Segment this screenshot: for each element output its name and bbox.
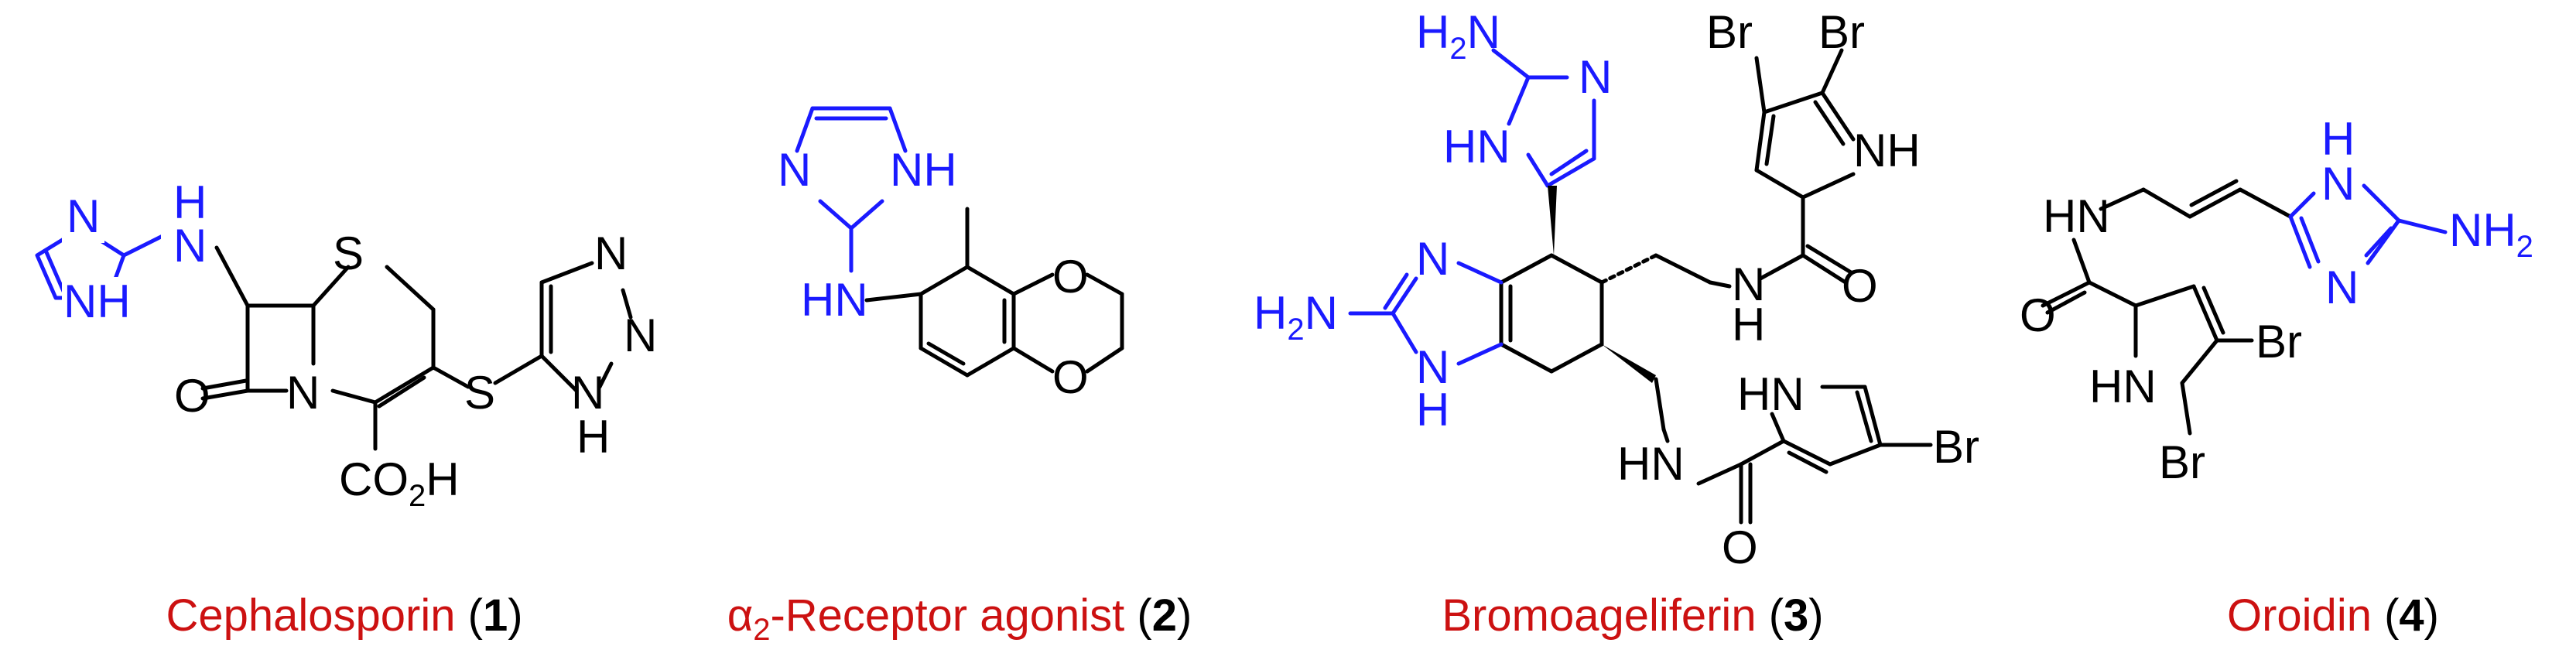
compound-3-imidazole-b-n-low: N — [1416, 341, 1449, 393]
compound-3-amide-b-o: O — [1722, 522, 1758, 573]
compound-3-core-ring — [1499, 186, 1712, 432]
compound-2-o2: O — [1052, 351, 1089, 403]
compound-3-amide-a-h: H — [1732, 299, 1765, 351]
compound-1-triazole-h: H — [576, 411, 610, 463]
compound-3-amide-b-hn: HN — [1617, 438, 1685, 490]
compound-1-triazole-n1: N — [594, 227, 628, 279]
compound-3-amide-a-o: O — [1842, 260, 1878, 312]
compound-1-link-h: H — [173, 176, 207, 228]
compound-4-imidazole-n: N — [2325, 262, 2359, 313]
compound-1-cephalosporin: N NH H N S N O CO2H S — [35, 176, 657, 641]
compound-1-lactam-o: O — [174, 370, 210, 422]
compound-1-triazole-n3: N — [571, 367, 604, 419]
compound-4-chain — [2041, 179, 2293, 436]
compound-3-amide-b — [1661, 385, 1933, 525]
compound-3-h2n-left: H2N — [1254, 287, 1338, 347]
compound-1-link-n: N — [173, 220, 207, 272]
compound-2-benzodioxane — [864, 207, 1124, 378]
compound-4-br1: Br — [2256, 316, 2302, 368]
compound-3-amide-a — [1708, 48, 1856, 289]
compound-1-caption: Cephalosporin (1) — [166, 590, 522, 641]
compound-1-imidazole-n: N — [67, 190, 100, 242]
compound-3-br1: Br — [1706, 6, 1753, 58]
compound-3-imidazole-b-h: H — [1416, 384, 1449, 436]
compound-2-imidazole-n: N — [778, 144, 811, 196]
compound-4-br2: Br — [2159, 436, 2205, 488]
compound-2-hn: HN — [801, 274, 868, 326]
compound-3-imidazole-a-n: N — [1579, 51, 1612, 103]
compound-3-imidazole-b-n: N — [1416, 233, 1449, 285]
compound-4-hn: HN — [2043, 190, 2110, 242]
compound-1-core-bonds — [200, 245, 470, 451]
compound-4-nh2: NH2 — [2449, 204, 2533, 264]
compound-1-ring-n: N — [286, 367, 320, 419]
compound-4-o: O — [2020, 289, 2056, 341]
compound-3-h2n-top: H2N — [1416, 6, 1500, 66]
compound-3-br2: Br — [1818, 6, 1865, 58]
compound-3-caption: Bromoageliferin (3) — [1442, 590, 1823, 641]
compound-1-link-s: S — [464, 367, 495, 419]
compound-3-amide-a-n: N — [1732, 258, 1765, 310]
compound-4-caption: Oroidin (4) — [2227, 590, 2439, 641]
compound-4-imidazole-ring — [2288, 183, 2448, 269]
compound-4-oroidin: HN O HN Br Br — [2020, 113, 2533, 641]
compound-2-receptor-agonist: N NH HN O O α2-Receptor agonist (2) — [727, 106, 1192, 647]
compound-2-imidazole-ring — [795, 106, 908, 273]
compound-3-br3: Br — [1933, 421, 1979, 473]
compound-1-ring-s: S — [333, 227, 364, 279]
compound-1-acid: CO2H — [339, 453, 460, 513]
compound-3-pyrrole-b-hn: HN — [1737, 368, 1805, 420]
compound-3-imidazole-b — [1348, 261, 1504, 366]
compound-3-imidazole-a — [1491, 48, 1596, 188]
compound-1-imidazole-nh: NH — [63, 275, 131, 327]
compound-1-triazole-ring — [493, 261, 633, 393]
compound-4-imidazole-h: H — [2321, 113, 2355, 165]
compound-1-triazole-n2: N — [624, 309, 657, 361]
compound-2-caption: α2-Receptor agonist (2) — [727, 590, 1192, 647]
compound-3-bromoageliferin: H2N N HN — [1254, 6, 1979, 641]
compound-2-o1: O — [1052, 251, 1089, 303]
compound-3-imidazole-a-hn: HN — [1443, 121, 1510, 173]
compound-2-imidazole-nh: NH — [890, 144, 957, 196]
compound-4-imidazole-n-top: N — [2321, 158, 2355, 210]
compound-3-pyrrole-a-nh: NH — [1853, 125, 1921, 176]
compound-4-pyrrole-hn: HN — [2089, 361, 2157, 412]
